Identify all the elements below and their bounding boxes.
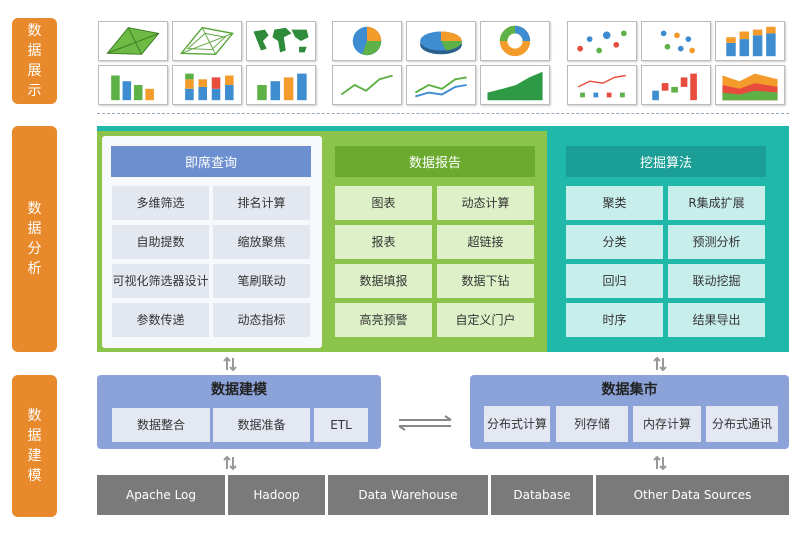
side-label-display: 数据展示: [12, 18, 57, 104]
up-down-arrow-icon: [653, 356, 667, 372]
mining-title: 挖掘算法: [566, 146, 766, 177]
mining-item-linked-mining[interactable]: 联动挖掘: [668, 264, 765, 298]
modeling-title: 数据建模: [211, 382, 267, 398]
radar-chart-icon: [98, 21, 168, 61]
side-label-analysis: 数据分析: [12, 126, 57, 352]
report-item-chart[interactable]: 图表: [335, 186, 432, 220]
radar-outline-icon: [172, 21, 242, 61]
source-data-warehouse[interactable]: Data Warehouse: [328, 475, 488, 515]
source-apache-log[interactable]: Apache Log: [97, 475, 225, 515]
query-item-rank-calc[interactable]: 排名计算: [213, 186, 310, 220]
stacked-area-icon: [715, 65, 785, 105]
dot-scatter-icon: [567, 21, 637, 61]
mining-item-cluster[interactable]: 聚类: [566, 186, 663, 220]
up-down-arrow-icon: [653, 455, 667, 471]
dot-line-icon: [567, 65, 637, 105]
modeling-item-preparation[interactable]: 数据准备: [213, 408, 310, 442]
query-item-zoom-focus[interactable]: 缩放聚焦: [213, 225, 310, 259]
pie-chart-icon: [332, 21, 402, 61]
mining-item-predict[interactable]: 预测分析: [668, 225, 765, 259]
area-chart-icon: [480, 65, 550, 105]
source-hadoop[interactable]: Hadoop: [228, 475, 325, 515]
report-item-highlight-alert[interactable]: 高亮预警: [335, 303, 432, 337]
side-label-modeling: 数据建模: [12, 375, 57, 517]
mart-item-distributed-comm[interactable]: 分布式通讯: [706, 406, 778, 442]
mart-item-memory-compute[interactable]: 内存计算: [633, 406, 701, 442]
mining-item-r-extension[interactable]: R集成扩展: [668, 186, 765, 220]
report-item-drilldown[interactable]: 数据下钻: [437, 264, 534, 298]
mart-item-distributed-compute[interactable]: 分布式计算: [484, 406, 550, 442]
donut-3d-icon: [406, 21, 476, 61]
multi-line-icon: [406, 65, 476, 105]
bar-chart-icon: [98, 65, 168, 105]
query-item-visual-filter[interactable]: 可视化筛选器设计: [112, 264, 209, 298]
side-label-modeling-text: 数据建模: [27, 408, 42, 484]
query-item-dynamic-metric[interactable]: 动态指标: [213, 303, 310, 337]
query-item-param-pass[interactable]: 参数传递: [112, 303, 209, 337]
query-item-multi-filter[interactable]: 多维筛选: [112, 186, 209, 220]
left-right-arrow-icon: [398, 415, 452, 431]
waterfall-icon: [641, 65, 711, 105]
source-other[interactable]: Other Data Sources: [596, 475, 789, 515]
report-item-hyperlink[interactable]: 超链接: [437, 225, 534, 259]
mining-item-classify[interactable]: 分类: [566, 225, 663, 259]
report-item-table[interactable]: 报表: [335, 225, 432, 259]
mining-item-export[interactable]: 结果导出: [668, 303, 765, 337]
mining-item-timeseries[interactable]: 时序: [566, 303, 663, 337]
bubble-scatter-icon: [641, 21, 711, 61]
modeling-item-integration[interactable]: 数据整合: [112, 408, 210, 442]
bar-3d-icon: [246, 65, 316, 105]
world-map-icon: [246, 21, 316, 61]
modeling-item-etl[interactable]: ETL: [314, 408, 368, 442]
stacked-bar-icon: [172, 65, 242, 105]
ring-chart-icon: [480, 21, 550, 61]
side-label-analysis-text: 数据分析: [27, 201, 42, 277]
side-label-display-text: 数据展示: [27, 23, 42, 99]
report-item-dynamic-calc[interactable]: 动态计算: [437, 186, 534, 220]
line-chart-icon: [332, 65, 402, 105]
data-mart-title: 数据集市: [601, 382, 658, 398]
mart-item-column-store[interactable]: 列存储: [556, 406, 628, 442]
mining-item-regression[interactable]: 回归: [566, 264, 663, 298]
report-item-data-fill[interactable]: 数据填报: [335, 264, 432, 298]
query-item-brush-link[interactable]: 笔刷联动: [213, 264, 310, 298]
source-database[interactable]: Database: [491, 475, 593, 515]
separator-line: [97, 113, 789, 114]
report-item-custom-portal[interactable]: 自定义门户: [437, 303, 534, 337]
stacked-3d-bar-icon: [715, 21, 785, 61]
report-title: 数据报告: [335, 146, 535, 177]
query-title: 即席查询: [111, 146, 311, 177]
up-down-arrow-icon: [223, 455, 237, 471]
query-item-self-extract[interactable]: 自助提数: [112, 225, 209, 259]
up-down-arrow-icon: [223, 356, 237, 372]
